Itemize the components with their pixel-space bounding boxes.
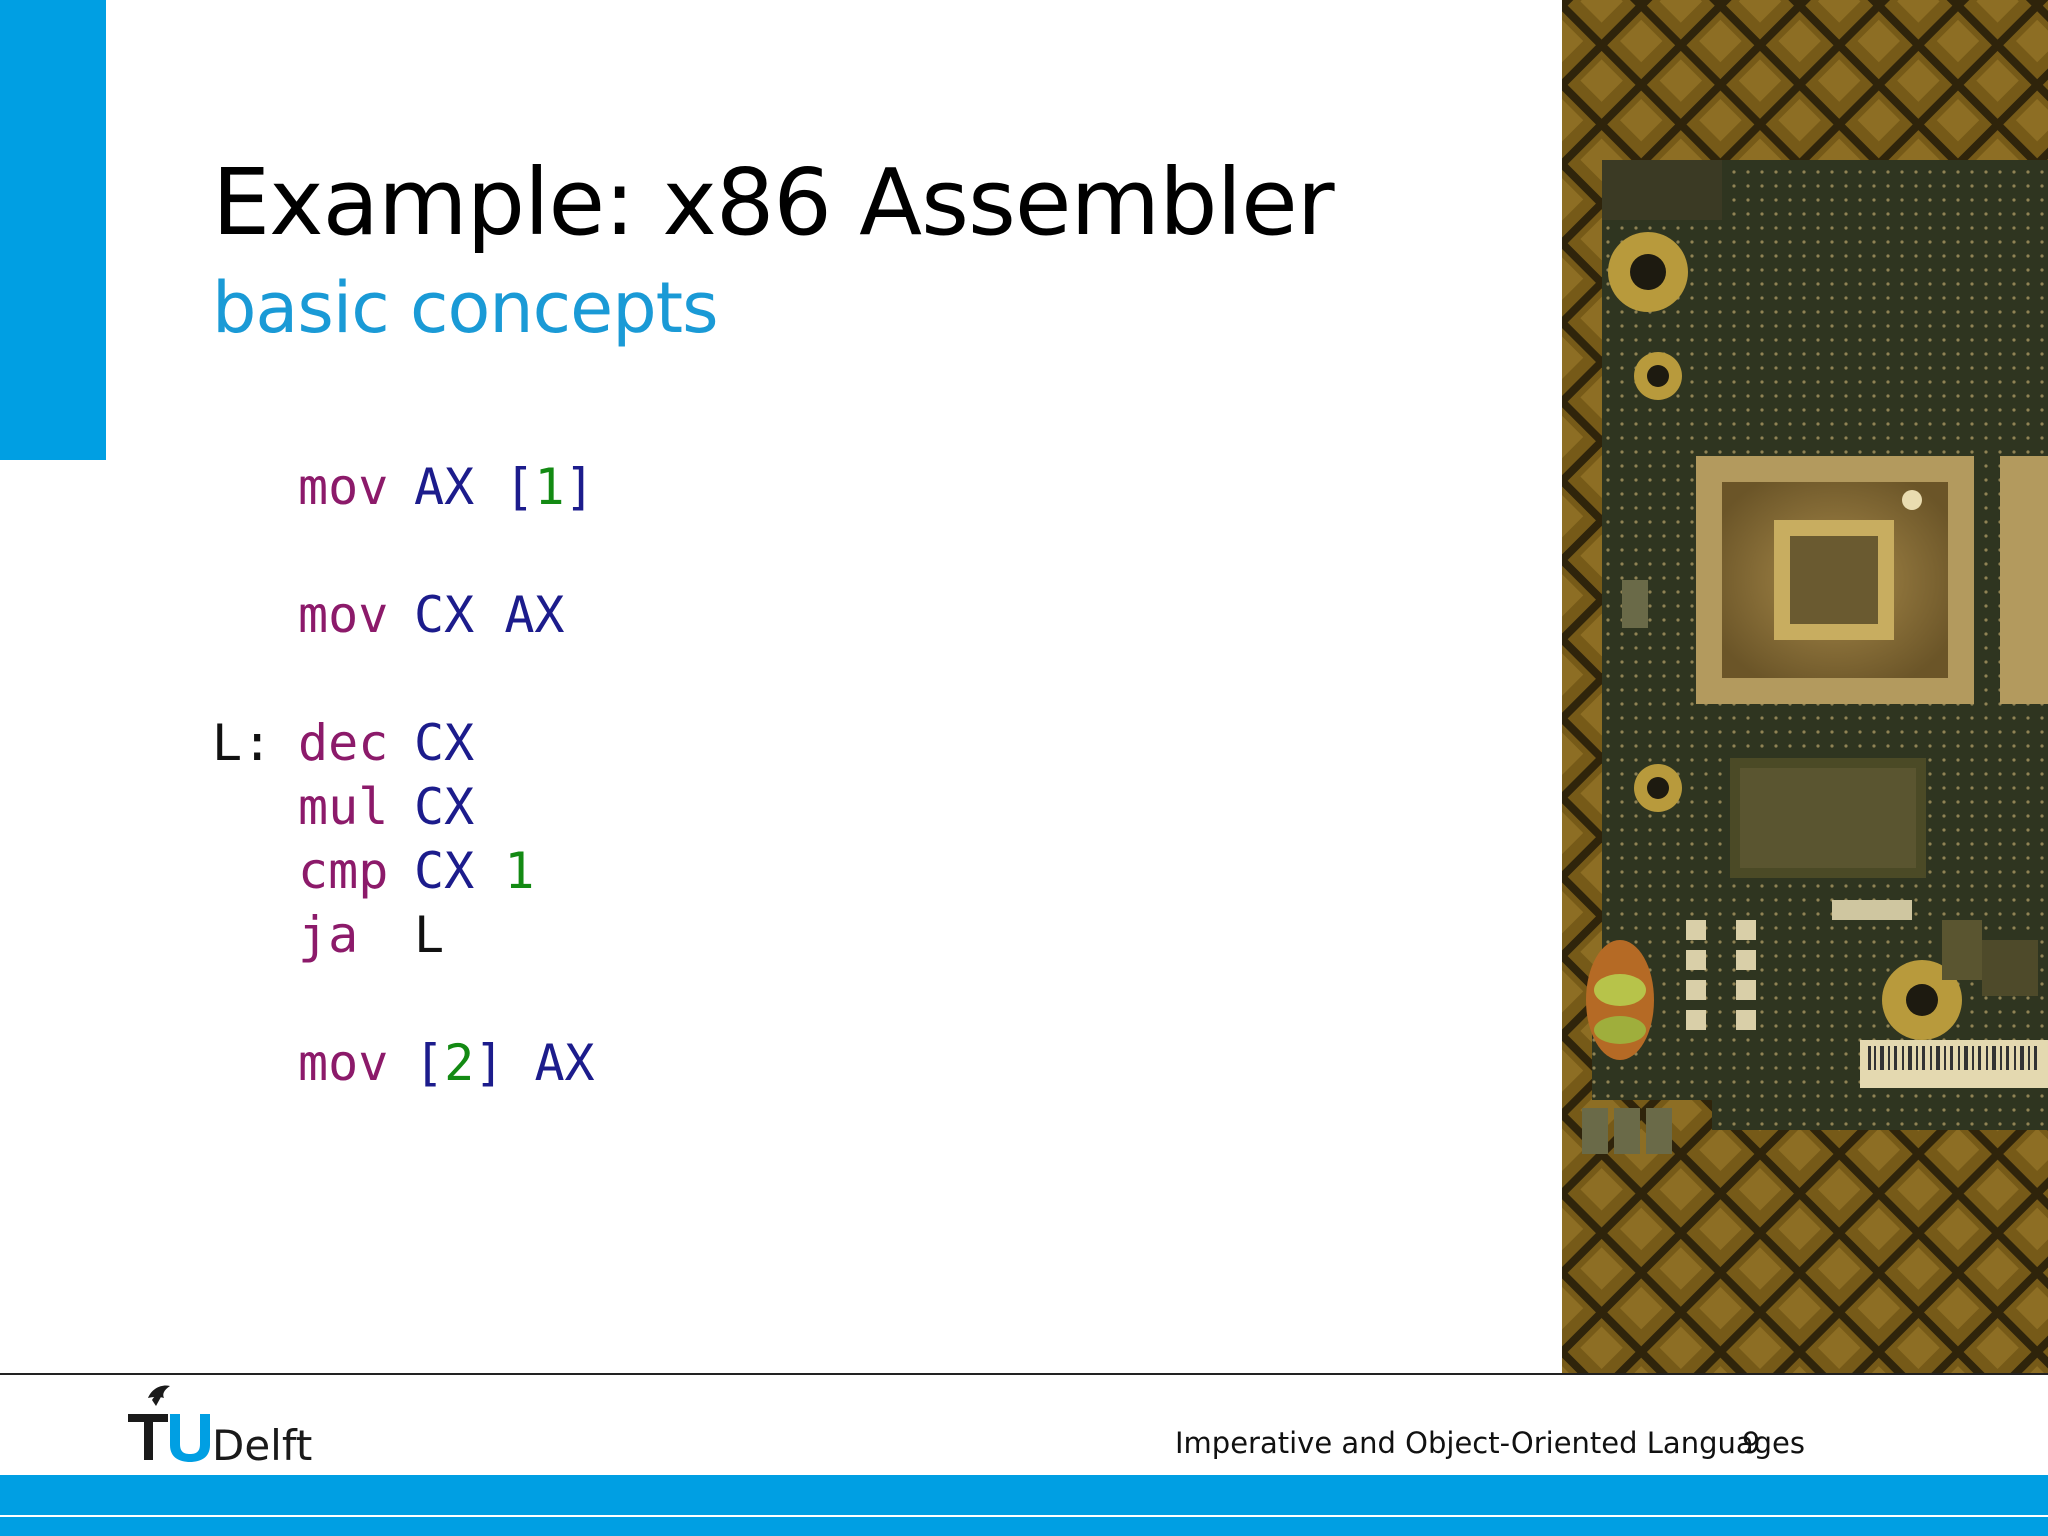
code-number: 2 <box>444 1034 475 1092</box>
footer-band <box>0 1475 2048 1536</box>
code-line-7: mov [2] AX <box>212 1031 595 1095</box>
code-bracket: [ <box>504 458 535 516</box>
slide-title: Example: x86 Assembler <box>212 149 1335 256</box>
code-line-5: cmp CX 1 <box>212 839 595 903</box>
code-blank <box>212 647 595 711</box>
circuit-board-photo <box>1562 0 2048 1374</box>
code-label: L: <box>212 714 273 772</box>
code-blank <box>212 967 595 1031</box>
code-bracket: ] <box>564 458 595 516</box>
footer-divider <box>0 1373 2048 1375</box>
code-line-2: mov CX AX <box>212 583 595 647</box>
code-op: mov <box>298 458 389 516</box>
code-op: dec <box>298 714 389 772</box>
slide-subtitle: basic concepts <box>212 267 719 349</box>
code-reg: AX <box>414 458 475 516</box>
page-number: 9 <box>1742 1426 1761 1460</box>
code-reg: AX <box>534 1034 595 1092</box>
code-reg: AX <box>504 586 565 644</box>
code-line-6: ja L <box>212 903 595 967</box>
code-line-3: L: dec CX <box>212 711 595 775</box>
code-number: 1 <box>534 458 565 516</box>
svg-text:Delft: Delft <box>212 1421 312 1464</box>
code-blank <box>212 519 595 583</box>
code-op: ja <box>298 906 359 964</box>
code-reg: CX <box>414 714 475 772</box>
code-reg: CX <box>414 842 475 900</box>
code-target: L <box>414 906 445 964</box>
tudelft-logo: Delft <box>126 1384 326 1470</box>
code-op: mov <box>298 586 389 644</box>
code-line-4: mul CX <box>212 775 595 839</box>
code-reg: CX <box>414 586 475 644</box>
code-bracket: [ <box>414 1034 445 1092</box>
code-op: mul <box>298 778 389 836</box>
footer-course-title: Imperative and Object-Oriented Languages <box>1175 1426 1805 1460</box>
code-op: mov <box>298 1034 389 1092</box>
tudelft-logo-icon: Delft <box>128 1385 312 1470</box>
code-reg: CX <box>414 778 475 836</box>
footer-band-line <box>0 1515 2048 1517</box>
circuit-board-image <box>1562 0 2048 1374</box>
code-line-1: mov AX [1] <box>212 455 595 519</box>
accent-bar <box>0 0 106 460</box>
code-op: cmp <box>298 842 389 900</box>
code-bracket: ] <box>474 1034 505 1092</box>
code-number: 1 <box>504 842 535 900</box>
